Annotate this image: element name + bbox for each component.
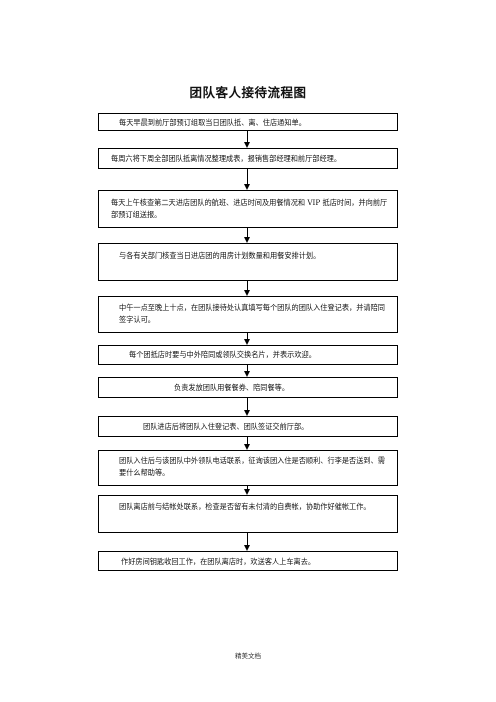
flow-step-1: 每天早晨到前厅部预订组取当日团队抵、离、住店通知单。 [98,113,398,131]
arrow-6 [244,365,250,377]
arrow-5 [244,333,250,345]
flow-step-11-text: 作好房间钥匙收回工作，在团队离店时，欢送客人上车离去。 [121,557,316,566]
arrow-9 [244,486,250,495]
flow-step-4: 与各有关部门核查当日进店团的用房计划数量和用餐安排计划。 [98,243,398,281]
flow-step-3: 每天上午核查第二天进店团队的航班、进店时间及用餐情况和 VIP 抵店时间，并向前… [98,190,398,228]
diagram-title: 团队客人接待流程图 [189,85,307,100]
flow-step-5: 中午一点至晚上十点，在团队接待处认真填写每个团队的团队入住登记表，并请陪同签字认… [98,296,398,333]
arrow-2 [244,169,250,190]
flow-step-10: 团队离店前与结帐处联系，检查是否留有未付清的自费帐，协助作好催帐工作。 [98,495,398,533]
flow-step-6-text: 每个团抵店时要与中外陪同或领队交换名片，并表示欢迎。 [129,350,316,359]
flow-step-4-text: 与各有关部门核查当日进店团的用房计划数量和用餐安排计划。 [119,251,321,260]
flow-step-8-text: 团队进店后将团队入住登记表、团队签证交前厅部。 [143,422,309,431]
flow-step-11: 作好房间钥匙收回工作，在团队离店时，欢送客人上车离去。 [98,551,398,571]
arrow-4 [244,281,250,296]
flow-step-9-text: 团队入住后与该团队中外领队电话联系，征询该团入住是否顺利、行李是否送到、需要什么… [119,456,385,477]
footer-text: 精美文档 [235,652,261,660]
arrow-10 [244,533,250,551]
arrow-1 [244,131,250,148]
arrow-7 [244,398,250,416]
flow-step-5-text: 中午一点至晚上十点，在团队接待处认真填写每个团队的团队入住登记表，并请陪同签字认… [119,303,385,324]
flow-step-2: 每周六将下周全部团队抵离情况整理成表，报销售部经理和前厅部经理。 [98,148,398,169]
arrow-8 [244,437,250,450]
flow-step-7-text: 负责发放团队用餐餐券、陪同餐等。 [174,383,290,392]
flow-step-10-text: 团队离店前与结帐处联系，检查是否留有未付清的自费帐，协助作好催帐工作。 [119,502,371,511]
flow-step-6: 每个团抵店时要与中外陪同或领队交换名片，并表示欢迎。 [98,345,398,365]
flow-step-2-text: 每周六将下周全部团队抵离情况整理成表，报销售部经理和前厅部经理。 [111,154,342,163]
flow-step-1-text: 每天早晨到前厅部预订组取当日团队抵、离、住店通知单。 [119,118,306,127]
flow-step-8: 团队进店后将团队入住登记表、团队签证交前厅部。 [98,416,398,437]
flow-step-9: 团队入住后与该团队中外领队电话联系，征询该团入住是否顺利、行李是否送到、需要什么… [98,450,398,486]
flow-step-7: 负责发放团队用餐餐券、陪同餐等。 [98,377,398,398]
arrow-3 [244,228,250,243]
flow-step-3-text: 每天上午核查第二天进店团队的航班、进店时间及用餐情况和 VIP 抵店时间，并向前… [111,198,388,219]
